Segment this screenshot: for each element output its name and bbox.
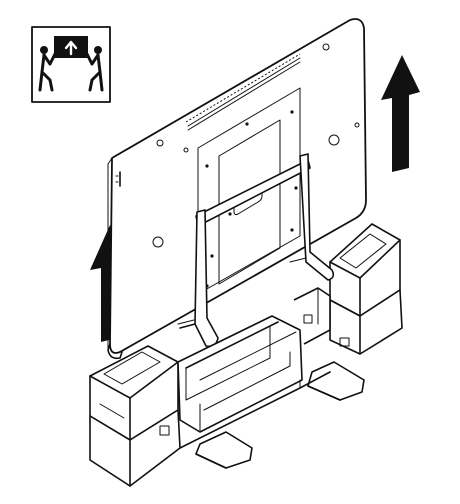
display-panel: [107, 18, 367, 360]
packaging-tray: [177, 287, 365, 469]
packaging-foam-left: [89, 345, 181, 487]
packaging-foam-right: [329, 223, 403, 355]
two-person-lift-icon: [31, 26, 111, 103]
up-arrow-icon: [381, 55, 420, 172]
